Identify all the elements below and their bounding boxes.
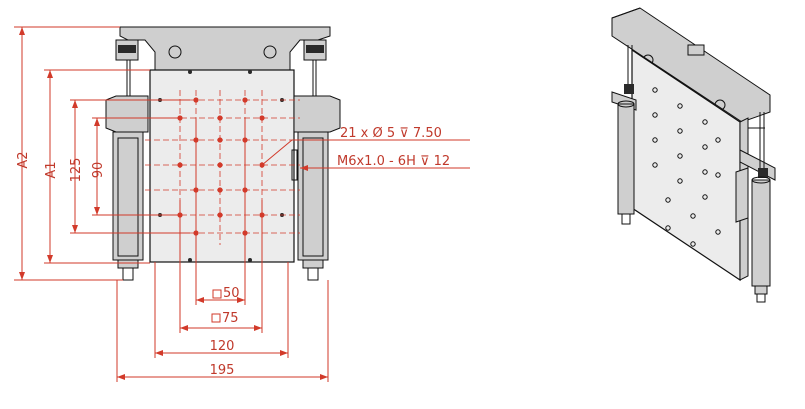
square-symbol-50 (212, 289, 222, 299)
mounting-hole (217, 187, 223, 193)
dim-50-label: 50 (223, 286, 240, 301)
square-symbol-75 (211, 313, 221, 323)
mounting-hole (193, 97, 199, 103)
dim-120-label: 120 (210, 339, 235, 354)
mounting-hole (259, 115, 265, 121)
dim-a1-label: A1 (44, 161, 59, 178)
dim-90-label: 90 (91, 162, 106, 179)
thread-note: M6x1.0 - 6H ⊽ 12 (337, 154, 450, 169)
bracket-hole-right (263, 45, 277, 59)
mounting-hole (217, 137, 223, 143)
dim-a2-label: A2 (16, 151, 31, 168)
dim-125-label: 125 (69, 158, 84, 183)
mounting-hole (177, 162, 183, 168)
dimension-lines (14, 26, 470, 382)
hole-note: 21 x Ø 5 ⊽ 7.50 (340, 126, 442, 141)
mounting-hole (242, 97, 248, 103)
right-cylinder (293, 39, 341, 281)
bracket-hole-left (168, 45, 182, 59)
iso-left-cylinder (611, 45, 637, 225)
dim-195-label: 195 (210, 363, 235, 378)
mounting-hole (217, 115, 223, 121)
top-bracket (119, 26, 331, 71)
iso-plate-holes (652, 87, 721, 247)
dim-75-label: 75 (222, 311, 239, 326)
left-cylinder (105, 39, 149, 281)
front-view (105, 26, 341, 281)
mounting-hole (217, 162, 223, 168)
mounting-hole (217, 212, 223, 218)
iso-right-cylinder (735, 112, 776, 303)
isometric-view (611, 7, 776, 303)
